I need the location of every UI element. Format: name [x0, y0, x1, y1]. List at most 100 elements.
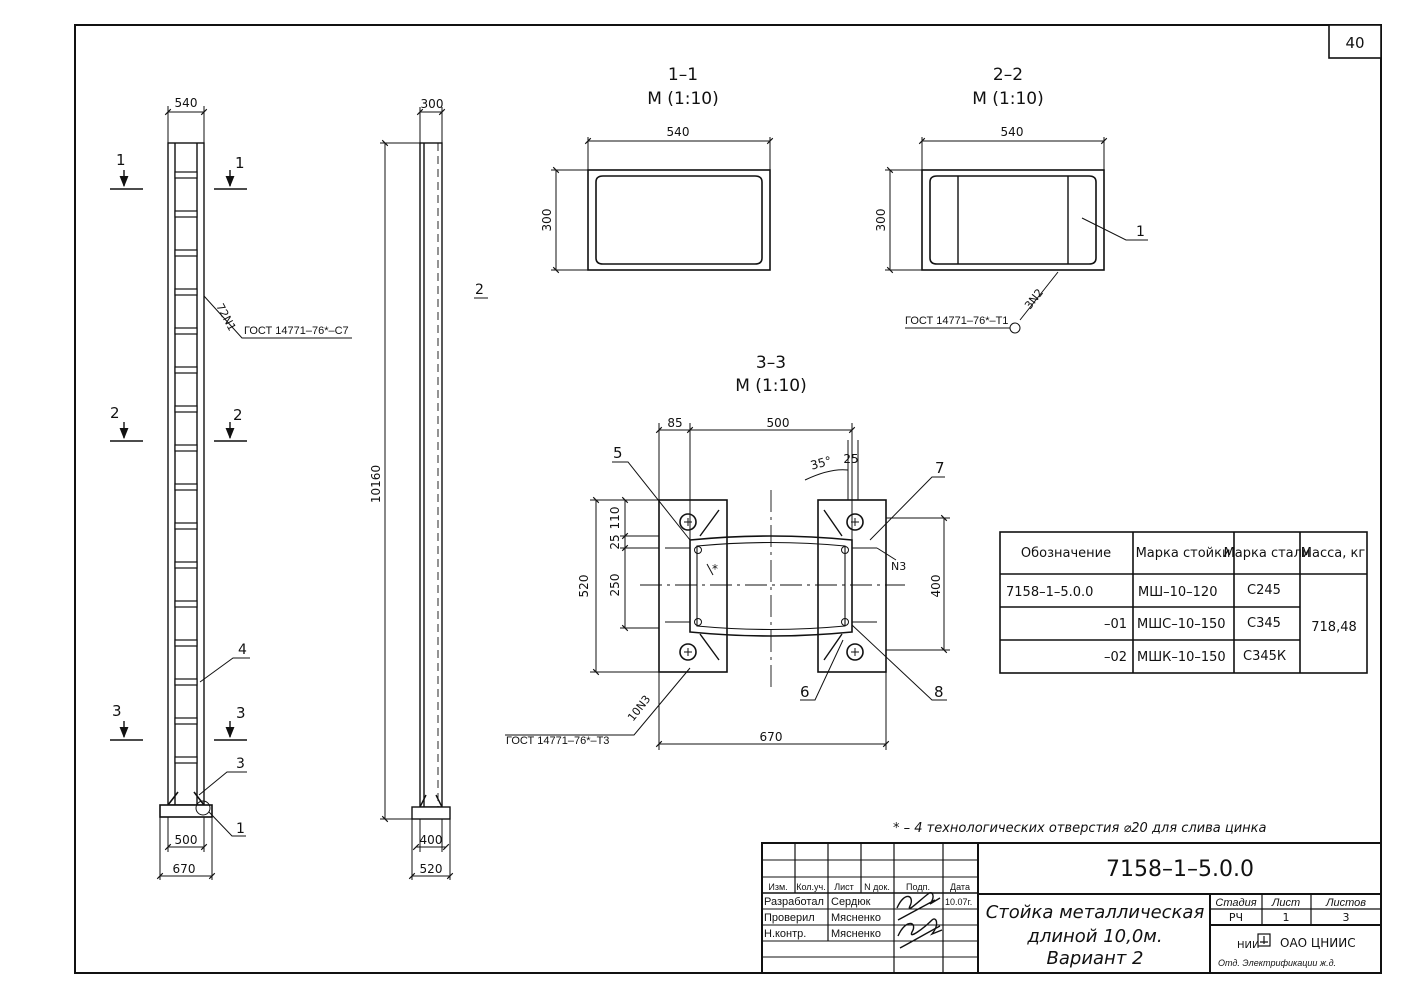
- tb-col-data: Дата: [950, 882, 970, 892]
- tb-stage-label: Стадия: [1215, 897, 1256, 909]
- section-mark-2-left: 2: [110, 404, 120, 422]
- diaphragm-plates: [174, 171, 198, 764]
- diaphragm-plate: [174, 171, 198, 179]
- section-2-2-weld-std: ГОСТ 14771–76*–Т1: [905, 315, 1008, 327]
- section-2-2-title: 2–2: [993, 65, 1023, 85]
- section-3-3-dim-110: 110: [608, 507, 622, 530]
- signature-2: [897, 918, 943, 949]
- diaphragm-plate: [174, 717, 198, 725]
- section-mark-2-right: 2: [233, 406, 243, 424]
- spec-row-1-mark: МШС–10–150: [1137, 617, 1226, 632]
- tb-role-0: Разработал: [764, 896, 824, 908]
- tb-col-izm: Изм.: [768, 882, 787, 892]
- dim-side-base-inner: 400: [420, 833, 443, 847]
- diaphragm-plate: [174, 756, 198, 764]
- tb-name-2: Мясненко: [831, 928, 881, 940]
- section-3-3-dim-25-top: 25: [843, 452, 858, 466]
- dim-side-top: 300: [421, 97, 444, 111]
- spec-header-designation: Обозначение: [1021, 546, 1111, 561]
- spec-table: Обозначение Марка стойки Марка стали Мас…: [999, 531, 1368, 674]
- callout-1: 1: [236, 821, 245, 837]
- spec-header-steel: Марка стали: [1224, 546, 1311, 561]
- section-3-3-title: 3–3: [756, 353, 786, 373]
- section-3-3-asterisk: *: [712, 562, 718, 576]
- section-mark-3-right: 3: [236, 704, 246, 722]
- diaphragm-plate: [174, 288, 198, 296]
- spec-header-mark: Марка стойки: [1136, 546, 1231, 561]
- spec-row-1-designation: –01: [1104, 617, 1127, 632]
- tb-org-name: ОАО ЦНИИС: [1280, 936, 1356, 950]
- section-3-3-dim-35: 35°: [809, 454, 833, 473]
- tb-sheet-label: Лист: [1271, 897, 1300, 909]
- tb-sheets: 3: [1343, 911, 1350, 924]
- callout-3: 3: [236, 756, 245, 772]
- tb-org-prefix: НИИ: [1237, 940, 1259, 951]
- elevation-front: 540 500 670 1 1 2 2: [110, 96, 352, 880]
- signature-1: [896, 892, 941, 921]
- tb-col-koluch: Кол.уч.: [796, 882, 826, 892]
- tb-sheet: 1: [1283, 911, 1290, 924]
- section-1-1-scale: М (1:10): [647, 89, 719, 109]
- diaphragm-plate: [174, 483, 198, 491]
- diaphragm-plate: [174, 210, 198, 218]
- section-3-3-callout-8: 8: [934, 683, 944, 701]
- tb-title-line3: Вариант 2: [1047, 948, 1144, 969]
- section-2-2-weld-qty: 3N2: [1022, 286, 1046, 312]
- section-2-2-dim-height: 300: [874, 209, 888, 232]
- section-2-2-dim-width: 540: [1001, 125, 1024, 139]
- section-3-3-weld-n3: N3: [891, 560, 906, 573]
- diaphragm-plate: [174, 639, 198, 647]
- spec-row-0-designation: 7158–1–5.0.0: [1006, 585, 1093, 600]
- section-2-2-scale: М (1:10): [972, 89, 1044, 109]
- diaphragm-plate: [174, 561, 198, 569]
- spec-row-2-steel: С345К: [1243, 649, 1286, 664]
- tb-name-1: Мясненко: [831, 912, 881, 924]
- tb-col-list: Лист: [834, 882, 854, 892]
- section-2-2: 2–2 М (1:10) 540 300 1 3N2 ГОСТ 14771–76…: [874, 65, 1148, 334]
- tb-date-0: 10.07г.: [945, 897, 972, 907]
- section-1-1: 1–1 М (1:10) 540 300: [540, 65, 774, 274]
- callout-plates-std: ГОСТ 14771–76*–С7: [244, 325, 349, 337]
- tb-org-dept: Отд. Электрификации ж.д.: [1218, 958, 1336, 968]
- spec-row-1-steel: С345: [1247, 616, 1281, 631]
- dim-height: 10160: [369, 465, 383, 503]
- spec-row-0-mark: МШ–10–120: [1138, 585, 1217, 600]
- dim-base-outer: 670: [173, 862, 196, 876]
- tb-col-podp: Подп.: [906, 882, 930, 892]
- section-3-3-scale: М (1:10): [735, 376, 807, 396]
- footnote: * – 4 технологических отверстия ⌀20 для …: [893, 821, 1267, 836]
- tb-title-line2: длиной 10,0м.: [1026, 926, 1162, 947]
- tb-sheets-label: Листов: [1325, 897, 1366, 909]
- section-3-3-dim-250: 250: [608, 574, 622, 597]
- page-number: 40: [1345, 34, 1364, 52]
- page-number-box: 40: [1328, 24, 1382, 59]
- section-3-3-callout-7: 7: [935, 459, 945, 477]
- sheet-frame: [74, 24, 1382, 974]
- section-3-3-dim-500: 500: [767, 416, 790, 430]
- section-3-3-dim-520: 520: [577, 575, 591, 598]
- section-mark-1-left: 1: [116, 151, 126, 169]
- tb-name-0: Сердюк: [831, 896, 871, 908]
- section-3-3-weld-qty: 10N3: [625, 693, 653, 724]
- callout-4: 4: [238, 642, 247, 658]
- section-mark-1-right: 1: [235, 154, 245, 172]
- tb-doc-code: 7158–1–5.0.0: [1106, 857, 1254, 882]
- tb-title-line1: Стойка металлическая: [986, 902, 1205, 923]
- diaphragm-plate: [174, 327, 198, 335]
- section-1-1-title: 1–1: [668, 65, 698, 85]
- tb-col-ndok: N док.: [864, 882, 890, 892]
- section-2-2-callout-1: 1: [1136, 224, 1145, 240]
- section-3-3-dim-670: 670: [760, 730, 783, 744]
- tb-role-1: Проверил: [764, 912, 815, 924]
- dim-side-base-outer: 520: [420, 862, 443, 876]
- section-3-3-dim-400: 400: [929, 575, 943, 598]
- org-logo-icon: [1257, 933, 1271, 947]
- section-1-1-dim-width: 540: [667, 125, 690, 139]
- dim-base-inner: 500: [175, 833, 198, 847]
- section-3-3-dim-85: 85: [667, 416, 682, 430]
- spec-row-0-steel: С245: [1247, 583, 1281, 598]
- diaphragm-plate: [174, 678, 198, 686]
- section-3-3-dim-25-left: 25: [608, 534, 622, 549]
- diaphragm-plate: [174, 405, 198, 413]
